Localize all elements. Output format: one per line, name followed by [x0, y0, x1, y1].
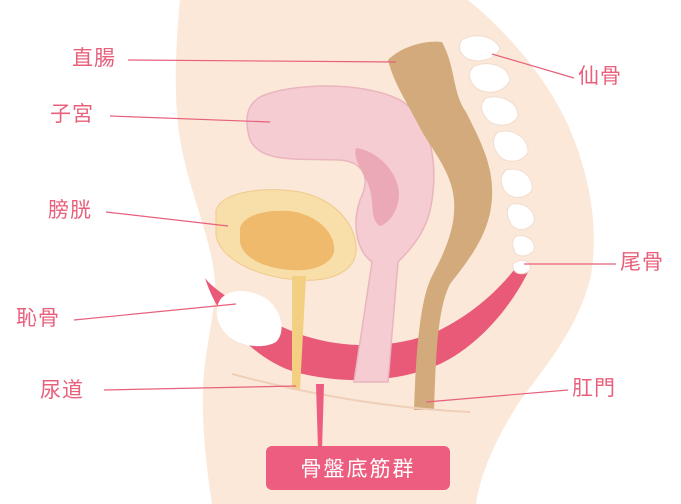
label-urethra: 尿道 — [40, 380, 84, 401]
label-bladder: 膀胱 — [48, 200, 92, 221]
label-sacrum: 仙骨 — [578, 66, 622, 87]
label-anus: 肛門 — [572, 378, 616, 399]
coccyx-tip — [513, 260, 531, 273]
label-uterus: 子宮 — [50, 104, 94, 125]
label-rectum: 直腸 — [72, 48, 116, 69]
pelvic-floor-muscles-badge: 骨盤底筋群 — [266, 446, 450, 490]
label-coccyx: 尾骨 — [620, 252, 664, 273]
leader-pubic — [74, 304, 236, 320]
label-pubic-bone: 恥骨 — [16, 308, 60, 329]
